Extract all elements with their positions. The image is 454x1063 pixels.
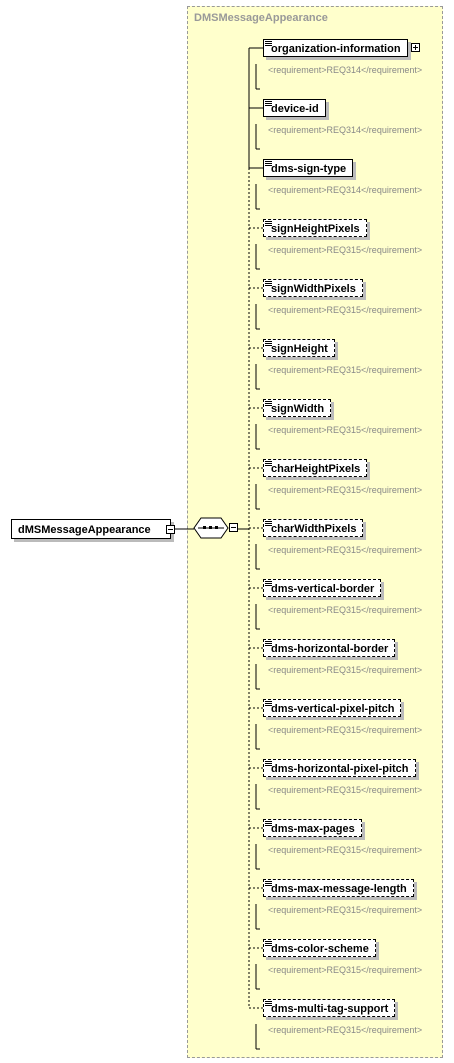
element-node[interactable]: dms-multi-tag-support bbox=[263, 999, 396, 1017]
element-label: organization-information bbox=[271, 43, 401, 55]
element-label: charHeightPixels bbox=[271, 463, 361, 475]
element-annotation: <requirement>REQ315</requirement> bbox=[268, 905, 423, 915]
documentation-icon bbox=[265, 521, 272, 527]
element-label: charWidthPixels bbox=[271, 523, 357, 535]
element-label: dms-horizontal-pixel-pitch bbox=[271, 763, 409, 775]
element-node[interactable]: dms-sign-type bbox=[263, 159, 354, 177]
group-title: DMSMessageAppearance bbox=[194, 12, 328, 24]
documentation-icon bbox=[265, 101, 272, 107]
element-annotation: <requirement>REQ315</requirement> bbox=[268, 785, 423, 795]
element-label: dms-color-scheme bbox=[271, 943, 369, 955]
root-collapse-icon[interactable] bbox=[166, 525, 175, 534]
element-label: signWidthPixels bbox=[271, 283, 356, 295]
documentation-icon bbox=[265, 881, 272, 887]
documentation-icon bbox=[265, 761, 272, 767]
element-annotation: <requirement>REQ314</requirement> bbox=[268, 125, 423, 135]
documentation-icon bbox=[265, 641, 272, 647]
element-label: signHeight bbox=[271, 343, 328, 355]
documentation-icon bbox=[265, 221, 272, 227]
element-label: dms-vertical-border bbox=[271, 583, 375, 595]
element-label: device-id bbox=[271, 103, 319, 115]
element-node[interactable]: device-id bbox=[263, 99, 326, 117]
documentation-icon bbox=[265, 281, 272, 287]
element-label: dms-horizontal-border bbox=[271, 643, 389, 655]
element-node[interactable]: signHeightPixels bbox=[263, 219, 367, 237]
element-node[interactable]: signWidth bbox=[263, 399, 332, 417]
element-annotation: <requirement>REQ315</requirement> bbox=[268, 245, 423, 255]
element-annotation: <requirement>REQ315</requirement> bbox=[268, 665, 423, 675]
documentation-icon bbox=[265, 581, 272, 587]
element-annotation: <requirement>REQ315</requirement> bbox=[268, 845, 423, 855]
sequence-collapse-icon[interactable] bbox=[229, 523, 238, 532]
element-node[interactable]: dms-vertical-pixel-pitch bbox=[263, 699, 402, 717]
element-annotation: <requirement>REQ315</requirement> bbox=[268, 485, 423, 495]
element-node[interactable]: signHeight bbox=[263, 339, 335, 357]
element-label: dms-max-pages bbox=[271, 823, 355, 835]
element-annotation: <requirement>REQ315</requirement> bbox=[268, 305, 423, 315]
element-annotation: <requirement>REQ314</requirement> bbox=[268, 65, 423, 75]
element-annotation: <requirement>REQ315</requirement> bbox=[268, 545, 423, 555]
documentation-icon bbox=[265, 41, 272, 47]
element-annotation: <requirement>REQ314</requirement> bbox=[268, 185, 423, 195]
element-node[interactable]: charHeightPixels bbox=[263, 459, 368, 477]
documentation-icon bbox=[265, 341, 272, 347]
documentation-icon bbox=[265, 941, 272, 947]
element-annotation: <requirement>REQ315</requirement> bbox=[268, 365, 423, 375]
documentation-icon bbox=[265, 401, 272, 407]
element-annotation: <requirement>REQ315</requirement> bbox=[268, 965, 423, 975]
element-label: dms-multi-tag-support bbox=[271, 1003, 389, 1015]
element-label: signHeightPixels bbox=[271, 223, 360, 235]
element-node[interactable]: organization-information bbox=[263, 39, 420, 57]
element-node[interactable]: dms-horizontal-border bbox=[263, 639, 396, 657]
element-label: dms-max-message-length bbox=[271, 883, 407, 895]
element-node[interactable]: dms-max-pages bbox=[263, 819, 362, 837]
expand-icon[interactable] bbox=[410, 43, 420, 52]
documentation-icon bbox=[265, 461, 272, 467]
element-annotation: <requirement>REQ315</requirement> bbox=[268, 425, 423, 435]
root-element-label: dMSMessageAppearance bbox=[18, 524, 151, 536]
element-label: dms-vertical-pixel-pitch bbox=[271, 703, 395, 715]
element-node[interactable]: dms-color-scheme bbox=[263, 939, 376, 957]
documentation-icon bbox=[265, 701, 272, 707]
element-label: dms-sign-type bbox=[271, 163, 347, 175]
root-element[interactable]: dMSMessageAppearance bbox=[11, 519, 175, 539]
element-node[interactable]: dms-max-message-length bbox=[263, 879, 414, 897]
element-annotation: <requirement>REQ315</requirement> bbox=[268, 725, 423, 735]
documentation-icon bbox=[265, 161, 272, 167]
element-node[interactable]: dms-vertical-border bbox=[263, 579, 382, 597]
element-node[interactable]: charWidthPixels bbox=[263, 519, 364, 537]
element-annotation: <requirement>REQ315</requirement> bbox=[268, 605, 423, 615]
element-node[interactable]: signWidthPixels bbox=[263, 279, 363, 297]
element-annotation: <requirement>REQ315</requirement> bbox=[268, 1025, 423, 1035]
sequence-compositor-icon bbox=[193, 517, 229, 539]
documentation-icon bbox=[265, 1001, 272, 1007]
element-label: signWidth bbox=[271, 403, 325, 415]
element-node[interactable]: dms-horizontal-pixel-pitch bbox=[263, 759, 416, 777]
documentation-icon bbox=[265, 821, 272, 827]
